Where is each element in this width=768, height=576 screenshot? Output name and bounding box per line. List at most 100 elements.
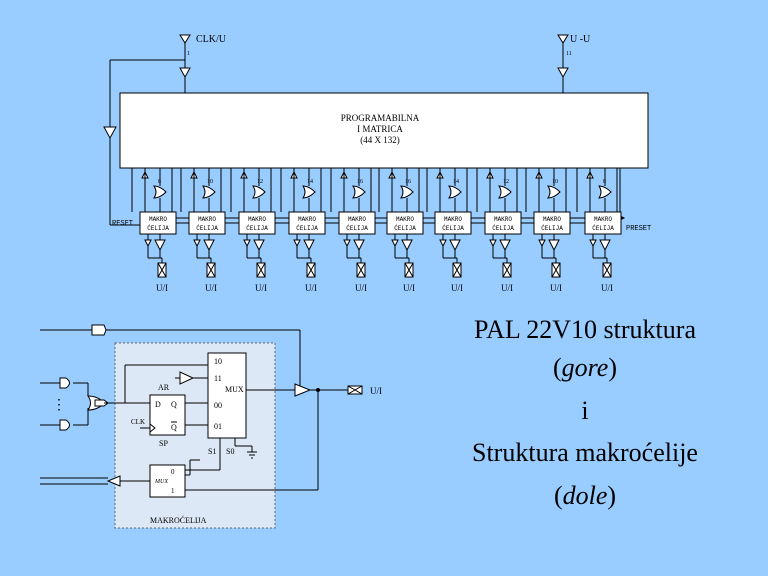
io-label-7: U/I bbox=[451, 283, 463, 293]
or-term-count-9: 10 bbox=[552, 179, 558, 185]
output-buffer-1 bbox=[154, 239, 166, 252]
feedback-buffer bbox=[106, 475, 121, 487]
fb-mux-label: MUX bbox=[154, 479, 168, 485]
caption-line-5: (dole) bbox=[553, 481, 617, 510]
or-term-count-2: 10 bbox=[207, 179, 213, 185]
mux-label: MUX bbox=[225, 385, 244, 394]
ff-qn: Q bbox=[171, 423, 177, 432]
macrocell-label-top-4: MAKRO bbox=[298, 216, 316, 223]
macrocell-10 bbox=[584, 211, 622, 235]
output-buffer-2 bbox=[203, 239, 215, 252]
caption-line-3: i bbox=[581, 396, 589, 425]
input-pin-number: 11 bbox=[566, 51, 572, 57]
d-flip-flop bbox=[149, 394, 186, 436]
ff-q: Q bbox=[171, 400, 177, 409]
caption-dole: dole bbox=[562, 481, 608, 510]
or-term-count-7: 14 bbox=[453, 179, 459, 185]
or-gate-5 bbox=[352, 185, 366, 199]
macrocell-2 bbox=[188, 211, 226, 235]
macrocell-label-top-2: MAKRO bbox=[198, 216, 216, 223]
macrocell-label-bottom-4: ĆELIJA bbox=[296, 225, 318, 232]
or-gate-3 bbox=[252, 185, 266, 199]
caption-gore: gore bbox=[561, 353, 609, 382]
matrix-line-2: I MATRICA bbox=[357, 124, 403, 134]
or-term-count-8: 12 bbox=[503, 179, 509, 185]
macrocell-5 bbox=[338, 211, 376, 235]
macrocell-label-bottom-7: ĆELIJA bbox=[442, 225, 464, 232]
macrocell-8 bbox=[484, 211, 522, 235]
macrocell-6 bbox=[386, 211, 424, 235]
mux-in-10: 10 bbox=[214, 357, 222, 366]
or-gate-10 bbox=[598, 185, 612, 199]
output-pin-label: U/I bbox=[370, 386, 382, 396]
macrocell-label-bottom-1: ĆELIJA bbox=[147, 225, 169, 232]
macrocell-label-bottom-6: ĆELIJA bbox=[394, 225, 416, 232]
io-label-8: U/I bbox=[501, 283, 513, 293]
or-gate-4 bbox=[302, 185, 316, 199]
or-gate-6 bbox=[400, 185, 414, 199]
inverter bbox=[179, 371, 195, 385]
reset-label: RESET bbox=[112, 220, 133, 228]
macrocell-label-top-6: MAKRO bbox=[396, 216, 414, 223]
fb-mux-in-1: 1 bbox=[171, 487, 175, 495]
input-pin-label: U -U bbox=[570, 34, 591, 45]
macrocell-label-bottom-5: ĆELIJA bbox=[346, 225, 368, 232]
mux-in-11: 11 bbox=[214, 374, 222, 383]
clk-pin bbox=[103, 34, 191, 226]
output-mux bbox=[207, 352, 247, 439]
macrocell-label-bottom-9: ĆELIJA bbox=[541, 225, 563, 232]
output-buffer-7 bbox=[449, 239, 461, 252]
macrocell-4 bbox=[288, 211, 326, 235]
or-term-count-6: 16 bbox=[405, 179, 411, 185]
macrocell-label-top-8: MAKRO bbox=[494, 216, 512, 223]
or-gate-7 bbox=[448, 185, 462, 199]
caption-line-2: (gore) bbox=[552, 353, 618, 382]
macrocell-label-top-9: MAKRO bbox=[543, 216, 561, 223]
or-gate-2 bbox=[202, 185, 216, 199]
and-gate-2 bbox=[94, 399, 109, 407]
input-buffer bbox=[91, 324, 107, 336]
output-buffer-3 bbox=[253, 239, 265, 252]
macrocell-3 bbox=[238, 211, 276, 235]
matrix-line-3: (44 X 132) bbox=[360, 135, 400, 145]
macrocell-label-bottom-10: ĆELIJA bbox=[592, 225, 614, 232]
output-buffer-6 bbox=[401, 239, 413, 252]
macrocell-label-bottom-3: ĆELIJA bbox=[246, 225, 268, 232]
matrix-line-1: PROGRAMABILNA bbox=[341, 113, 420, 123]
macrocell-boundary bbox=[114, 342, 276, 529]
caption-line-1: PAL 22V10 struktura bbox=[474, 315, 696, 344]
programmable-matrix bbox=[119, 92, 649, 169]
output-buffer-5 bbox=[353, 239, 365, 252]
io-label-10: U/I bbox=[601, 283, 613, 293]
mux-s1: S1 bbox=[208, 447, 216, 456]
io-label-4: U/I bbox=[305, 283, 317, 293]
output-buffer-8 bbox=[499, 239, 511, 252]
or-term-count-10: 8 bbox=[603, 179, 606, 185]
pal-22v10-structure: CLK/U 1 U -U 11 PROGRAMABILNA I MATRICA … bbox=[103, 34, 651, 293]
ff-clk: CLK bbox=[131, 418, 145, 426]
macrocell-9 bbox=[533, 211, 571, 235]
mux-s0: S0 bbox=[226, 447, 234, 456]
or-term-count-1: 8 bbox=[158, 179, 161, 185]
ff-sp: SP bbox=[159, 439, 168, 448]
ff-d: D bbox=[155, 400, 161, 409]
macrocell-7 bbox=[434, 211, 472, 235]
and-gate-1 bbox=[59, 377, 70, 389]
macrocell-label-top-5: MAKRO bbox=[348, 216, 366, 223]
mux-in-00: 00 bbox=[214, 401, 222, 410]
or-term-count-5: 16 bbox=[357, 179, 363, 185]
mux-in-01: 01 bbox=[214, 422, 222, 431]
macrocell-label-top-7: MAKRO bbox=[444, 216, 462, 223]
ellipsis: ⋮ bbox=[52, 398, 66, 413]
or-gate-1 bbox=[153, 185, 167, 199]
fb-mux-in-0: 0 bbox=[171, 468, 175, 476]
clk-pin-number: 1 bbox=[187, 51, 190, 57]
preset-label: PRESET bbox=[626, 225, 651, 233]
output-buffer bbox=[294, 383, 312, 397]
io-label-6: U/I bbox=[403, 283, 415, 293]
macrocell-label-bottom-8: ĆELIJA bbox=[492, 225, 514, 232]
and-gate-3 bbox=[59, 419, 70, 431]
caption-line-4: Struktura makroćelije bbox=[472, 438, 698, 467]
